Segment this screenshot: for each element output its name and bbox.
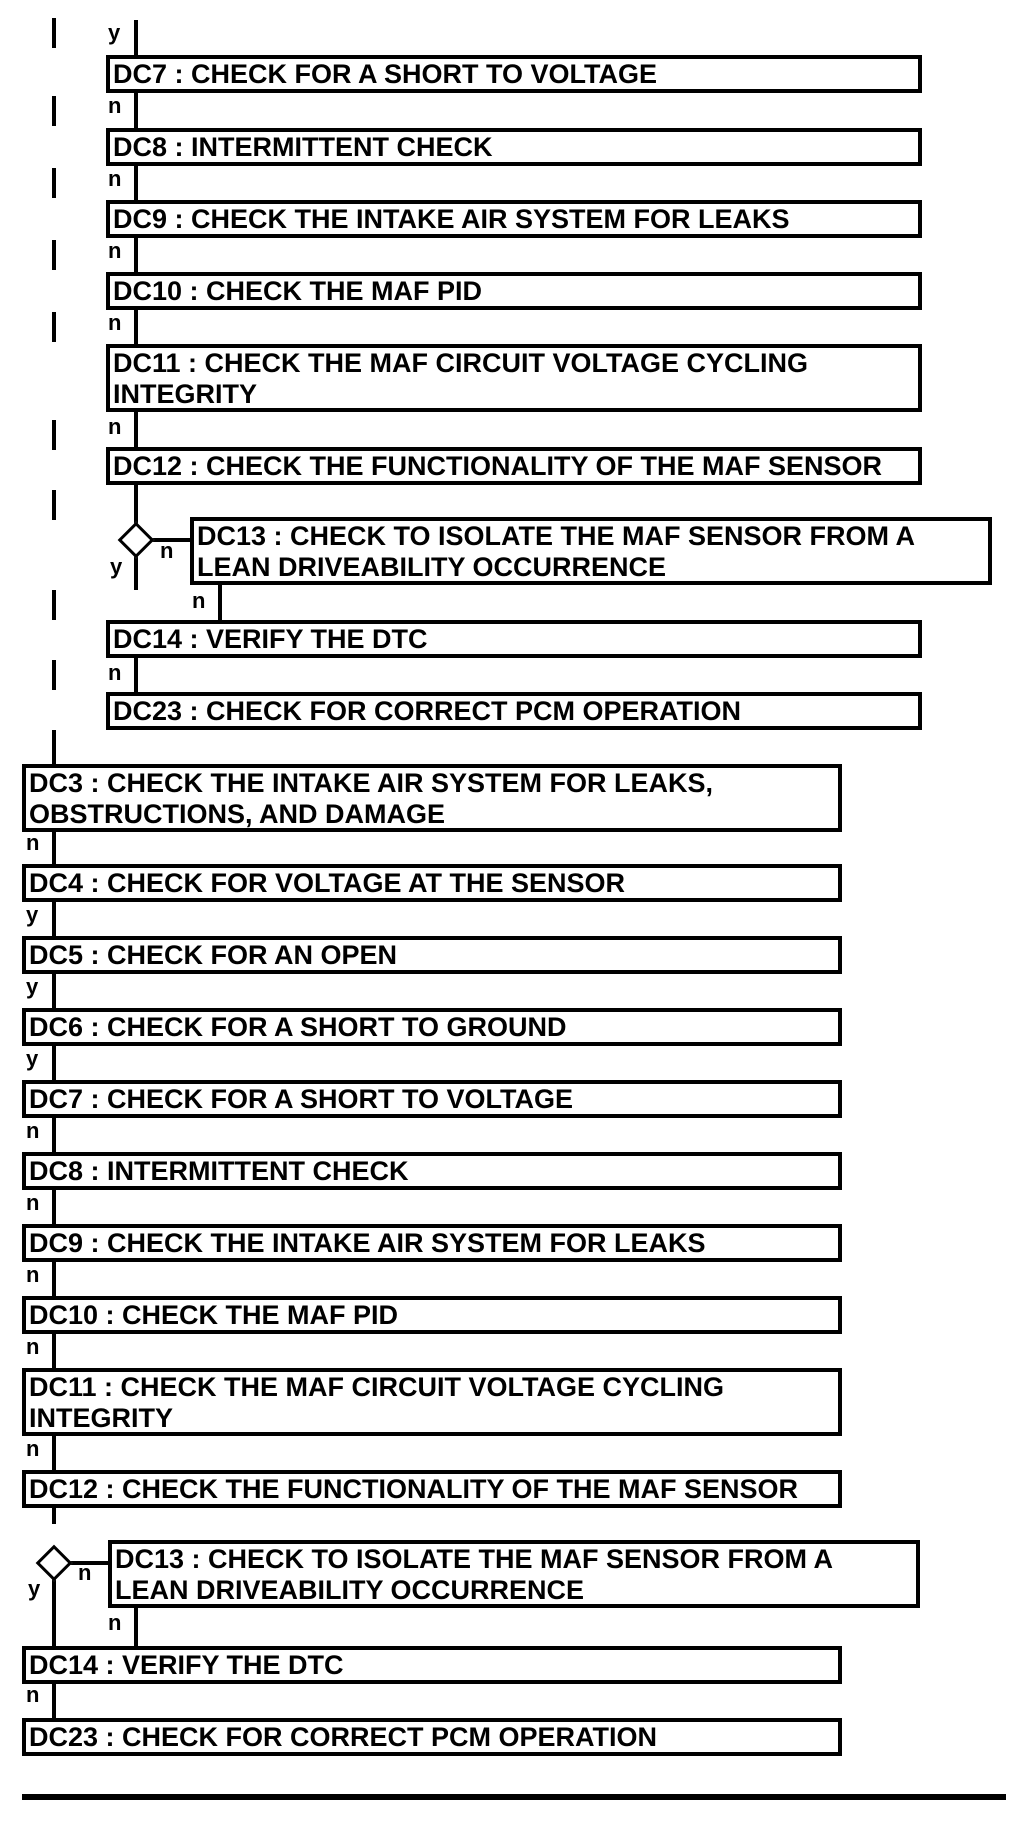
- trunk-line: [52, 590, 56, 620]
- trunk-line: [52, 420, 56, 450]
- step-box-dc9: DC9 : CHECK THE INTAKE AIR SYSTEM FOR LE…: [106, 200, 922, 238]
- no-label: n: [108, 166, 122, 191]
- no-label: n: [192, 588, 206, 613]
- step-box-dc23: DC23 : CHECK FOR CORRECT PCM OPERATION: [22, 1718, 842, 1756]
- trunk-line: [52, 312, 56, 342]
- decision-diamond: [35, 1544, 73, 1582]
- trunk-line: [52, 660, 56, 690]
- no-label: n: [26, 1190, 40, 1215]
- connector-line: [148, 538, 192, 542]
- step-box-dc3: DC3 : CHECK THE INTAKE AIR SYSTEM FOR LE…: [22, 764, 842, 832]
- step-box-dc10: DC10 : CHECK THE MAF PID: [22, 1296, 842, 1334]
- connector-line: [134, 1606, 138, 1650]
- connector-line: [134, 20, 138, 56]
- step-box-dc23: DC23 : CHECK FOR CORRECT PCM OPERATION: [106, 692, 922, 730]
- connector-line: [52, 826, 56, 866]
- connector-line: [52, 896, 56, 936]
- connector-line: [134, 412, 138, 450]
- connector-line: [52, 1504, 56, 1524]
- connector-line: [218, 580, 222, 622]
- step-box-dc8: DC8 : INTERMITTENT CHECK: [22, 1152, 842, 1190]
- step-box-dc10: DC10 : CHECK THE MAF PID: [106, 272, 922, 310]
- yes-label: y: [108, 20, 121, 45]
- trunk-line: [52, 490, 56, 520]
- no-label: n: [108, 660, 122, 685]
- trunk-line: [52, 18, 56, 48]
- trunk-line: [52, 730, 56, 764]
- no-label: n: [160, 538, 174, 563]
- connector-line: [134, 236, 138, 274]
- no-label: n: [26, 1682, 40, 1707]
- no-label: n: [26, 830, 40, 855]
- step-box-dc12: DC12 : CHECK THE FUNCTIONALITY OF THE MA…: [22, 1470, 842, 1508]
- connector-line: [134, 164, 138, 202]
- yes-label: y: [28, 1576, 41, 1601]
- connector-line: [52, 1112, 56, 1154]
- no-label: n: [108, 238, 122, 263]
- connector-line: [52, 1430, 56, 1474]
- step-box-dc11: DC11 : CHECK THE MAF CIRCUIT VOLTAGE CYC…: [106, 344, 922, 412]
- bottom-rule: [22, 1794, 1006, 1800]
- connector-line: [52, 1328, 56, 1370]
- no-label: n: [26, 1262, 40, 1287]
- no-label: n: [108, 414, 122, 439]
- step-box-dc6: DC6 : CHECK FOR A SHORT TO GROUND: [22, 1008, 842, 1046]
- step-box-dc9: DC9 : CHECK THE INTAKE AIR SYSTEM FOR LE…: [22, 1224, 842, 1262]
- trunk-line: [52, 240, 56, 270]
- yes-label: y: [26, 974, 39, 999]
- no-label: n: [26, 1334, 40, 1359]
- connector-line: [52, 1256, 56, 1298]
- step-box-dc4: DC4 : CHECK FOR VOLTAGE AT THE SENSOR: [22, 864, 842, 902]
- step-box-dc13: DC13 : CHECK TO ISOLATE THE MAF SENSOR F…: [190, 517, 992, 585]
- no-label: n: [26, 1436, 40, 1461]
- no-label: n: [78, 1560, 92, 1585]
- connector-line: [52, 1578, 56, 1650]
- step-box-dc8: DC8 : INTERMITTENT CHECK: [106, 128, 922, 166]
- connector-line: [52, 968, 56, 1010]
- step-box-dc13: DC13 : CHECK TO ISOLATE THE MAF SENSOR F…: [108, 1540, 920, 1608]
- yes-label: y: [26, 902, 39, 927]
- connector-line: [66, 1561, 112, 1565]
- yes-label: y: [26, 1046, 39, 1071]
- step-box-dc14: DC14 : VERIFY THE DTC: [106, 620, 922, 658]
- connector-line: [52, 1040, 56, 1082]
- trunk-line: [52, 96, 56, 126]
- connector-line: [52, 1184, 56, 1226]
- connector-line: [134, 308, 138, 346]
- step-box-dc7: DC7 : CHECK FOR A SHORT TO VOLTAGE: [106, 55, 922, 93]
- yes-label: y: [110, 554, 123, 579]
- step-box-dc12: DC12 : CHECK THE FUNCTIONALITY OF THE MA…: [106, 447, 922, 485]
- step-box-dc11: DC11 : CHECK THE MAF CIRCUIT VOLTAGE CYC…: [22, 1368, 842, 1436]
- trunk-line: [52, 168, 56, 198]
- connector-line: [134, 656, 138, 694]
- no-label: n: [108, 93, 122, 118]
- no-label: n: [108, 310, 122, 335]
- decision-diamond: [117, 521, 155, 559]
- connector-line: [52, 1680, 56, 1724]
- connector-line: [134, 92, 138, 130]
- step-box-dc14: DC14 : VERIFY THE DTC: [22, 1646, 842, 1684]
- no-label: n: [108, 1610, 122, 1635]
- step-box-dc7: DC7 : CHECK FOR A SHORT TO VOLTAGE: [22, 1080, 842, 1118]
- step-box-dc5: DC5 : CHECK FOR AN OPEN: [22, 936, 842, 974]
- no-label: n: [26, 1118, 40, 1143]
